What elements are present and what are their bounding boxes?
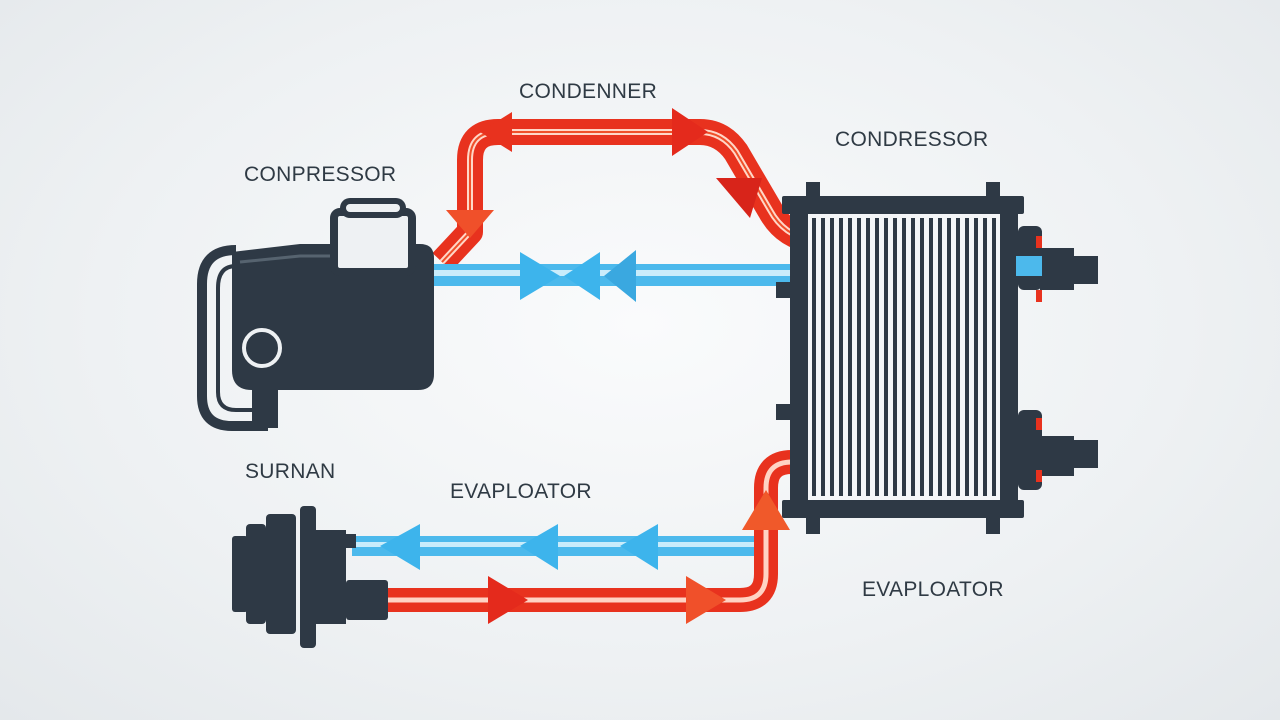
- compressor-icon: [197, 198, 434, 431]
- cold-suction-line-bottom: [352, 524, 762, 570]
- condenser-label-top: CONDENNER: [519, 80, 658, 103]
- cold-arrow-4: [380, 524, 420, 570]
- evaporator-label-middle: EVAPLOATOR: [450, 480, 592, 503]
- hot-arrow-down-right: [716, 178, 762, 218]
- hot-arrow-6: [686, 576, 726, 624]
- cold-arrow-6: [620, 524, 658, 570]
- cold-return-line-top: [432, 250, 792, 302]
- compressor-label: CONPRESSOR: [244, 163, 397, 186]
- hot-arrow-right: [672, 108, 708, 156]
- hot-arrow-down-left: [446, 210, 494, 238]
- surnan-label: SURNAN: [245, 460, 336, 483]
- hot-arrow-5: [488, 576, 528, 624]
- cold-arrow-1: [520, 252, 560, 300]
- hot-arrow-up: [742, 490, 790, 530]
- hot-liquid-line-bottom: [388, 450, 793, 624]
- condenser-radiator-icon: [776, 182, 1098, 534]
- hot-flow-arrows-top: [446, 108, 762, 238]
- condressor-label: CONDRESSOR: [835, 128, 989, 151]
- evaporator-icon: [232, 506, 388, 648]
- cold-arrow-5: [520, 524, 558, 570]
- cold-arrow-2: [564, 252, 600, 300]
- hot-discharge-line: [432, 119, 815, 271]
- hot-arrow-left: [480, 112, 512, 152]
- cold-arrow-3: [604, 250, 636, 302]
- evaporator-label-right: EVAPLOATOR: [862, 578, 1004, 601]
